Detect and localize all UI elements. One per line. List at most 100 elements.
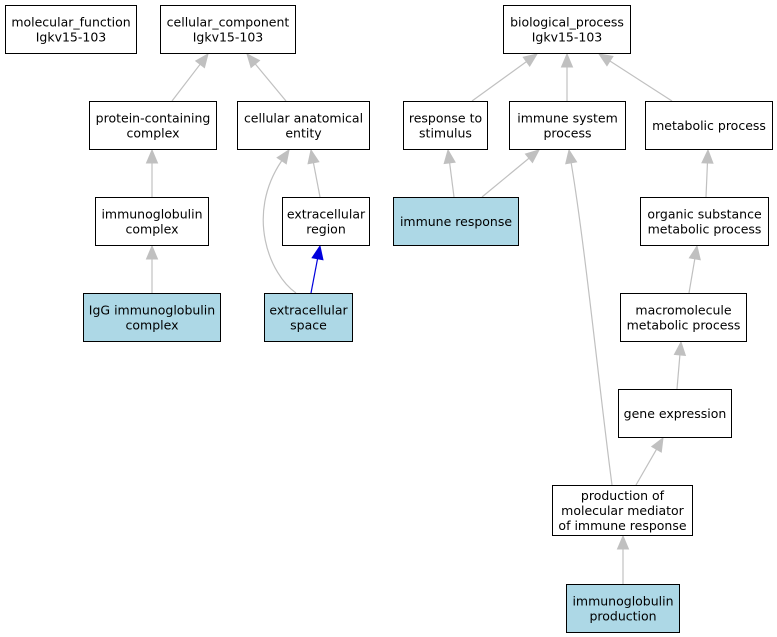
node-box — [89, 101, 217, 150]
node-label-line: region — [306, 222, 346, 237]
node-box — [566, 584, 680, 633]
node-box — [264, 293, 353, 342]
edge-line — [635, 448, 658, 486]
node-box — [83, 293, 221, 342]
edge-extracellular-region-to-cellular-anatomical-entity — [307, 148, 321, 198]
node-label-line: biological_process — [510, 15, 624, 30]
node-label-line: organic substance — [647, 207, 762, 222]
node-label-line: immunoglobulin — [101, 207, 202, 222]
node-label-line: production — [589, 609, 656, 624]
edge-production-of-molecular-mediator-to-gene-expression — [635, 436, 664, 486]
node-label-line: cellular_component — [167, 15, 290, 30]
node-label-line: complex — [127, 126, 180, 141]
edge-immune-system-process-to-bp-root — [560, 52, 574, 101]
edge-line — [312, 162, 321, 198]
edge-arrowhead — [276, 148, 290, 165]
node-label-line: Igkv15-103 — [193, 30, 264, 45]
edge-immune-response-to-immune-system-process — [481, 149, 540, 198]
node-box — [237, 101, 370, 150]
edge-igg-immunoglobulin-complex-to-immunoglobulin-complex — [145, 244, 159, 293]
node-box — [509, 101, 626, 150]
node-label-line: cellular anatomical — [244, 111, 363, 126]
edge-line — [310, 258, 319, 294]
node-box — [618, 389, 732, 438]
node-box — [282, 197, 370, 246]
node-label-line: immunoglobulin — [572, 594, 673, 609]
edge-immune-response-to-response-to-stimulus — [443, 148, 456, 198]
edge-arrowhead — [616, 534, 630, 550]
edge-arrowhead — [524, 149, 540, 164]
node-label-line: gene expression — [624, 406, 727, 421]
node-label-line: process — [543, 126, 591, 141]
node-label-line: molecular_function — [11, 15, 130, 30]
node-label-line: complex — [126, 318, 179, 333]
edge-arrowhead — [443, 148, 456, 165]
edge-arrowhead — [311, 244, 324, 261]
node-box — [620, 293, 747, 342]
edge-line — [676, 354, 681, 390]
edge-arrowhead — [194, 52, 209, 69]
edge-macromolecule-metabolic-process-to-organic-substance-metabolic-process — [688, 244, 701, 294]
node-box — [95, 197, 209, 246]
node-metabolic-process: metabolic process — [645, 101, 773, 150]
edge-extracellular-space-to-cellular-anatomical-entity — [262, 148, 297, 294]
edge-arrowhead — [246, 53, 261, 69]
node-immune-response: immune response — [393, 197, 519, 246]
node-gene-expression: gene expression — [618, 389, 732, 438]
node-label-line: macromolecule — [635, 303, 731, 318]
node-box — [5, 5, 137, 54]
edge-arrowhead — [597, 53, 614, 67]
node-label-line: protein-containing — [96, 111, 211, 126]
edge-arrowhead — [688, 244, 701, 261]
edge-arrowhead — [145, 244, 159, 260]
node-label-line: production of — [581, 488, 665, 503]
edge-line — [449, 162, 455, 198]
node-box — [403, 101, 488, 150]
node-box — [645, 101, 773, 150]
node-label-line: extracellular — [269, 303, 348, 318]
node-label-line: response to — [409, 111, 482, 126]
edge-extracellular-space-to-extracellular-region — [310, 244, 324, 294]
node-label-line: IgG immunoglobulin — [89, 303, 215, 318]
edge-arrowhead — [560, 52, 574, 68]
node-label-line: immune system — [517, 111, 618, 126]
node-label-line: Igkv15-103 — [36, 30, 107, 45]
node-box — [552, 485, 693, 536]
edge-line — [688, 258, 696, 294]
edge-arrowhead — [522, 53, 539, 67]
edge-arrowhead — [307, 148, 320, 165]
edge-production-of-molecular-mediator-to-immune-system-process — [565, 148, 613, 486]
node-label-line: immune response — [400, 214, 512, 229]
node-box — [503, 5, 631, 54]
edge-line — [262, 160, 297, 294]
node-box — [640, 197, 769, 246]
edge-response-to-stimulus-to-bp-root — [471, 53, 539, 102]
node-label-line: of immune response — [558, 518, 686, 533]
edge-arrowhead — [673, 340, 687, 356]
edge-gene-expression-to-macromolecule-metabolic-process — [673, 340, 687, 390]
edge-layer — [145, 52, 714, 584]
node-label-line: metabolic process — [627, 318, 741, 333]
edge-arrowhead — [145, 148, 159, 164]
node-label-line: space — [290, 318, 327, 333]
edge-line — [254, 63, 287, 102]
node-box — [393, 197, 519, 246]
edge-line — [705, 162, 709, 198]
node-box — [160, 5, 296, 54]
edge-line — [171, 63, 201, 102]
edge-line — [471, 61, 527, 102]
node-label-line: Igkv15-103 — [532, 30, 603, 45]
